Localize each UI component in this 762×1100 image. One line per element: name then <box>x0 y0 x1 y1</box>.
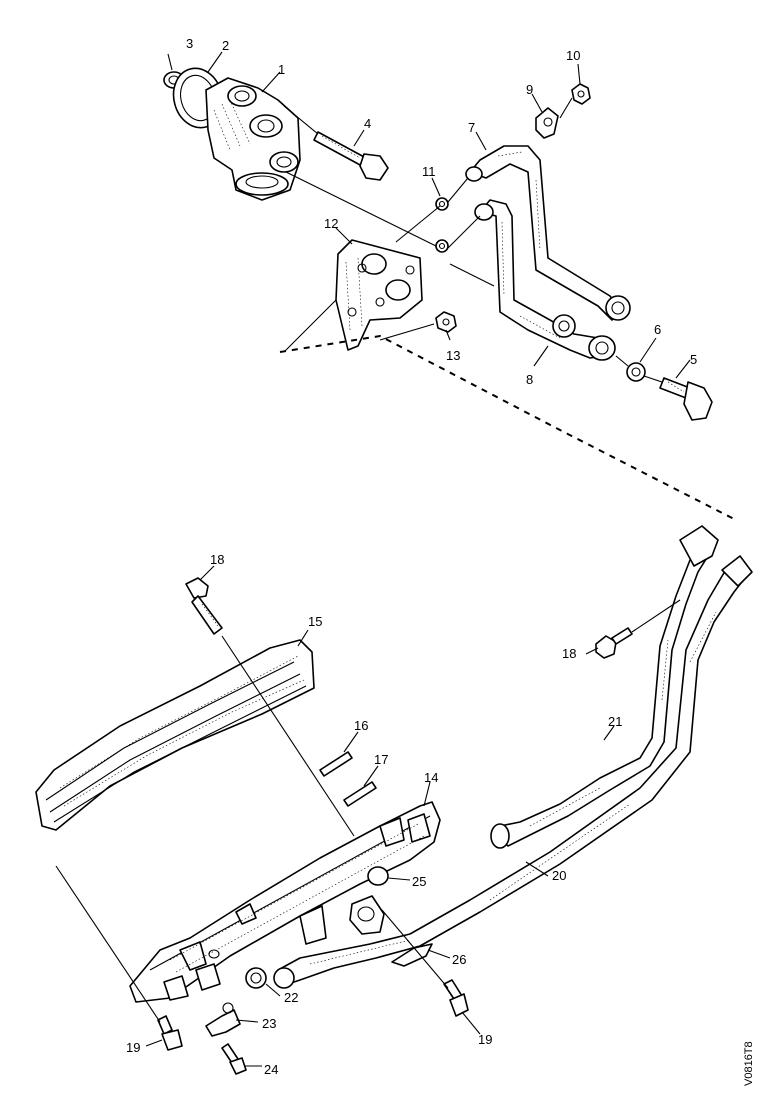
callout-8: 8 <box>526 372 533 387</box>
part-21-pipe <box>490 525 719 849</box>
callout-15: 15 <box>308 614 322 629</box>
part-18-bolt <box>185 577 223 635</box>
part-18-bolt-right <box>595 627 633 659</box>
callout-1: 1 <box>278 62 285 77</box>
part-25-clamp <box>367 866 389 886</box>
callout-26: 26 <box>452 952 466 967</box>
part-15-heat-shield <box>35 639 315 831</box>
part-23-clip <box>205 1002 241 1037</box>
part-9-clip <box>535 107 559 139</box>
callout-20: 20 <box>552 868 566 883</box>
callout-14: 14 <box>424 770 438 785</box>
callout-4: 4 <box>364 116 371 131</box>
callout-16: 16 <box>354 718 368 733</box>
part-19-bolt-left <box>157 1015 183 1051</box>
part-5-bolt <box>659 377 713 421</box>
part-6-washer <box>626 362 646 382</box>
part-16-pin <box>319 751 353 777</box>
part-4-bolt <box>313 131 389 181</box>
part-14-bracket <box>129 801 441 1003</box>
callout-3: 3 <box>186 36 193 51</box>
callout-labels: 1 2 3 4 5 6 7 8 9 10 11 12 13 14 15 16 1… <box>126 36 755 1086</box>
pipe-clamp-sleeve <box>349 895 385 935</box>
part-17-pin <box>343 781 377 807</box>
callout-19-left: 19 <box>126 1040 140 1055</box>
part-12-flange-bracket <box>335 239 423 351</box>
reference-code: V0816T8 <box>743 1041 755 1086</box>
callout-13: 13 <box>446 348 460 363</box>
callout-18-right: 18 <box>562 646 576 661</box>
callout-12: 12 <box>324 216 338 231</box>
callout-18: 18 <box>210 552 224 567</box>
upper-leader-lines <box>167 51 691 383</box>
o-ring-lower <box>435 239 449 253</box>
callout-6: 6 <box>654 322 661 337</box>
callout-22: 22 <box>284 990 298 1005</box>
part-19-bolt-right <box>443 979 469 1017</box>
callout-11: 11 <box>422 164 436 179</box>
upper-assembly <box>163 51 713 421</box>
callout-7: 7 <box>468 120 475 135</box>
lower-leader-lines <box>55 565 681 1067</box>
callout-24: 24 <box>264 1062 278 1077</box>
part-10-nut <box>571 83 591 105</box>
part-13-nut <box>435 311 457 333</box>
callout-9: 9 <box>526 82 533 97</box>
part-20-pipe <box>273 555 753 989</box>
callout-2: 2 <box>222 38 229 53</box>
callout-25: 25 <box>412 874 426 889</box>
part-22-o-ring <box>245 967 267 989</box>
callout-10: 10 <box>566 48 580 63</box>
lower-assembly <box>35 525 753 1075</box>
callout-21: 21 <box>608 714 622 729</box>
callout-5: 5 <box>690 352 697 367</box>
part-8-pipe <box>474 199 616 361</box>
part-7-pipe <box>465 145 631 321</box>
callout-17: 17 <box>374 752 388 767</box>
part-24-screw <box>221 1043 247 1075</box>
connector-dashed-line <box>279 334 737 521</box>
part-1-filter-housing <box>205 77 301 201</box>
callout-23: 23 <box>262 1016 276 1031</box>
callout-19-right: 19 <box>478 1032 492 1047</box>
